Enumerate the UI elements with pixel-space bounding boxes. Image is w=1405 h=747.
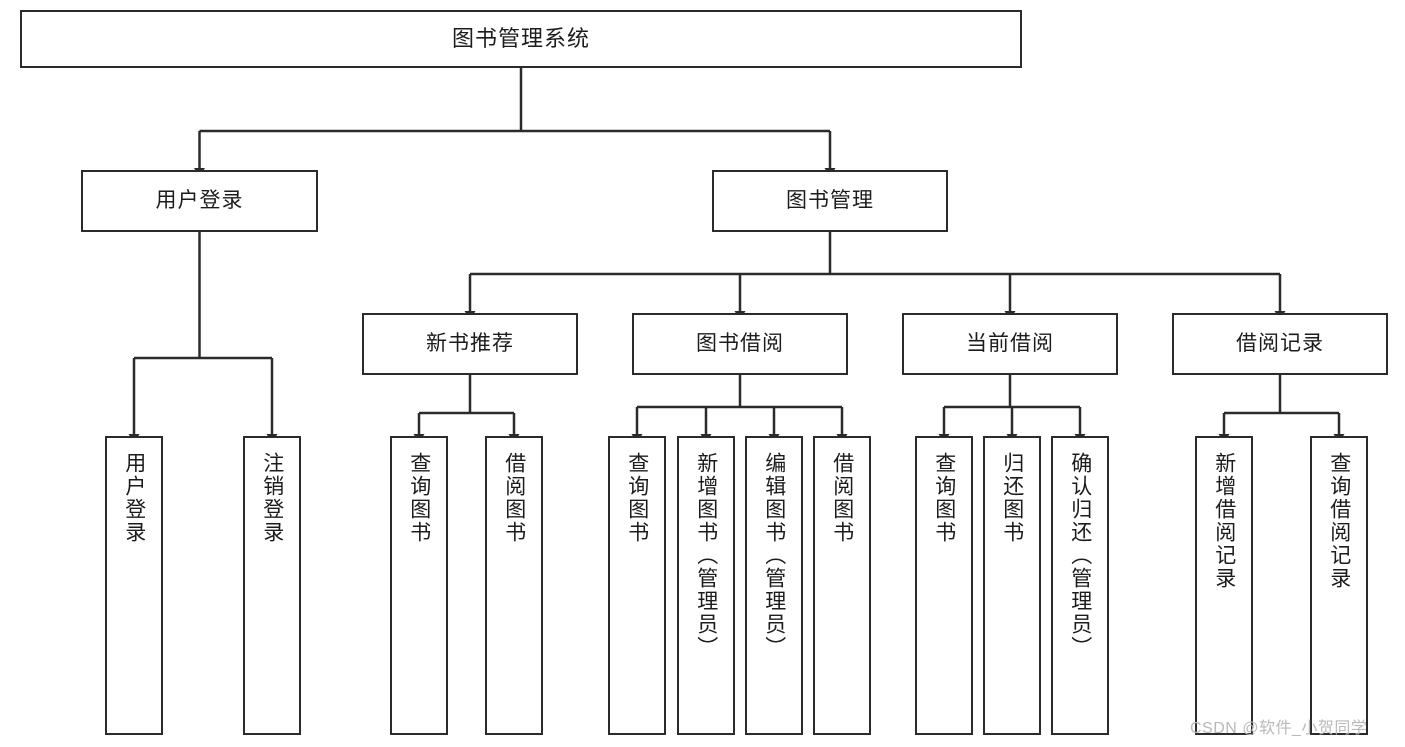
node-user-login[interactable]: 用户登录 [81,170,318,232]
node-root[interactable]: 图书管理系统 [20,10,1022,68]
node-leaf-logout[interactable]: 注销登录 [243,436,301,735]
node-user-login-label: 用户登录 [155,189,244,213]
node-leaf-user-login-label: 用户登录 [122,452,146,544]
node-leaf-borrow-book-1[interactable]: 借阅图书 [485,436,543,735]
node-leaf-return-book-label: 归还图书 [1000,452,1024,544]
node-leaf-query-record-label: 查询借阅记录 [1327,452,1351,590]
node-leaf-query-book-1[interactable]: 查询图书 [390,436,448,735]
node-leaf-edit-book[interactable]: 编辑图书（管理员） [745,436,803,735]
node-leaf-query-book-1-label: 查询图书 [407,452,431,544]
node-leaf-borrow-book-2[interactable]: 借阅图书 [813,436,871,735]
node-leaf-confirm-return[interactable]: 确认归还（管理员） [1051,436,1109,735]
node-leaf-add-record-label: 新增借阅记录 [1212,452,1236,590]
node-current-borrow-label: 当前借阅 [966,332,1054,356]
node-leaf-user-login[interactable]: 用户登录 [105,436,163,735]
node-leaf-borrow-book-1-label: 借阅图书 [502,452,526,544]
node-new-book-rec-label: 新书推荐 [426,332,514,356]
node-root-label: 图书管理系统 [451,25,590,51]
node-leaf-confirm-return-label: 确认归还（管理员） [1068,452,1092,659]
node-borrow-record[interactable]: 借阅记录 [1172,313,1388,375]
node-leaf-return-book[interactable]: 归还图书 [983,436,1041,735]
node-book-manage[interactable]: 图书管理 [712,170,948,232]
node-leaf-query-book-2[interactable]: 查询图书 [608,436,666,735]
node-leaf-query-book-3[interactable]: 查询图书 [915,436,973,735]
node-leaf-edit-book-label: 编辑图书（管理员） [762,452,786,659]
node-borrow-record-label: 借阅记录 [1236,332,1324,356]
csdn-watermark: CSDN @软件_小贺同学 [1190,720,1368,737]
node-leaf-query-record[interactable]: 查询借阅记录 [1310,436,1368,735]
node-current-borrow[interactable]: 当前借阅 [902,313,1118,375]
node-new-book-rec[interactable]: 新书推荐 [362,313,578,375]
node-leaf-logout-label: 注销登录 [260,452,284,544]
node-leaf-add-book[interactable]: 新增图书（管理员） [677,436,735,735]
node-book-borrow-label: 图书借阅 [696,332,784,356]
node-leaf-add-record[interactable]: 新增借阅记录 [1195,436,1253,735]
node-leaf-query-book-2-label: 查询图书 [625,452,649,544]
node-leaf-borrow-book-2-label: 借阅图书 [830,452,854,544]
node-leaf-query-book-3-label: 查询图书 [932,452,956,544]
node-leaf-add-book-label: 新增图书（管理员） [694,452,718,659]
node-book-borrow[interactable]: 图书借阅 [632,313,848,375]
node-book-manage-label: 图书管理 [786,189,874,213]
